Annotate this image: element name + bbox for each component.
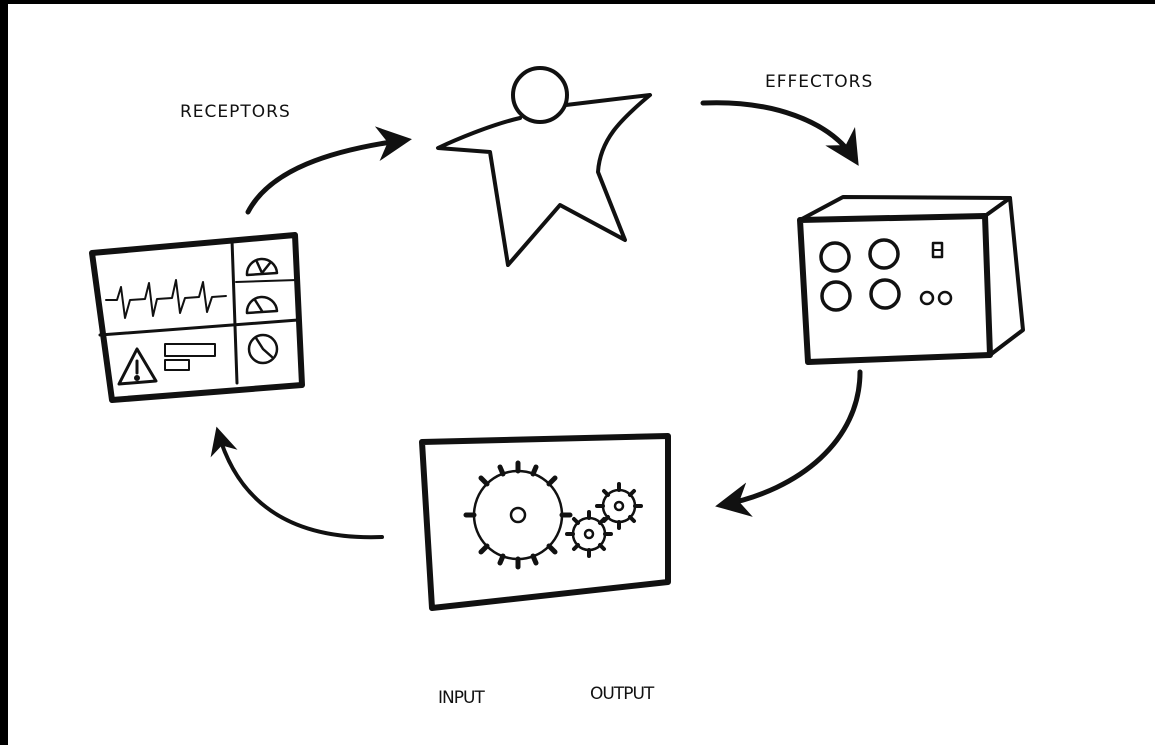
monitor-dashboard-icon	[89, 232, 305, 403]
person-icon	[436, 66, 652, 267]
diagram-drawing	[89, 66, 1025, 611]
output-label: OUTPUT	[590, 684, 654, 704]
diagram-canvas: RECEPTORS EFFECTORS INPUT OUTPUT	[8, 4, 1155, 745]
receptors-label: RECEPTORS	[180, 102, 291, 122]
warning-icon	[117, 347, 158, 386]
arrow-gears-to-monitor	[210, 426, 384, 540]
arrow-effectors	[700, 100, 859, 166]
waveform-icon	[105, 279, 227, 319]
arrow-box-to-gears	[715, 369, 863, 517]
effectors-label: EFFECTORS	[765, 72, 874, 92]
gears-panel-icon	[419, 433, 671, 611]
control-box-icon	[797, 195, 1025, 365]
arrow-receptors	[245, 126, 412, 215]
gauge-icon	[245, 257, 279, 365]
input-label: INPUT	[438, 688, 485, 708]
